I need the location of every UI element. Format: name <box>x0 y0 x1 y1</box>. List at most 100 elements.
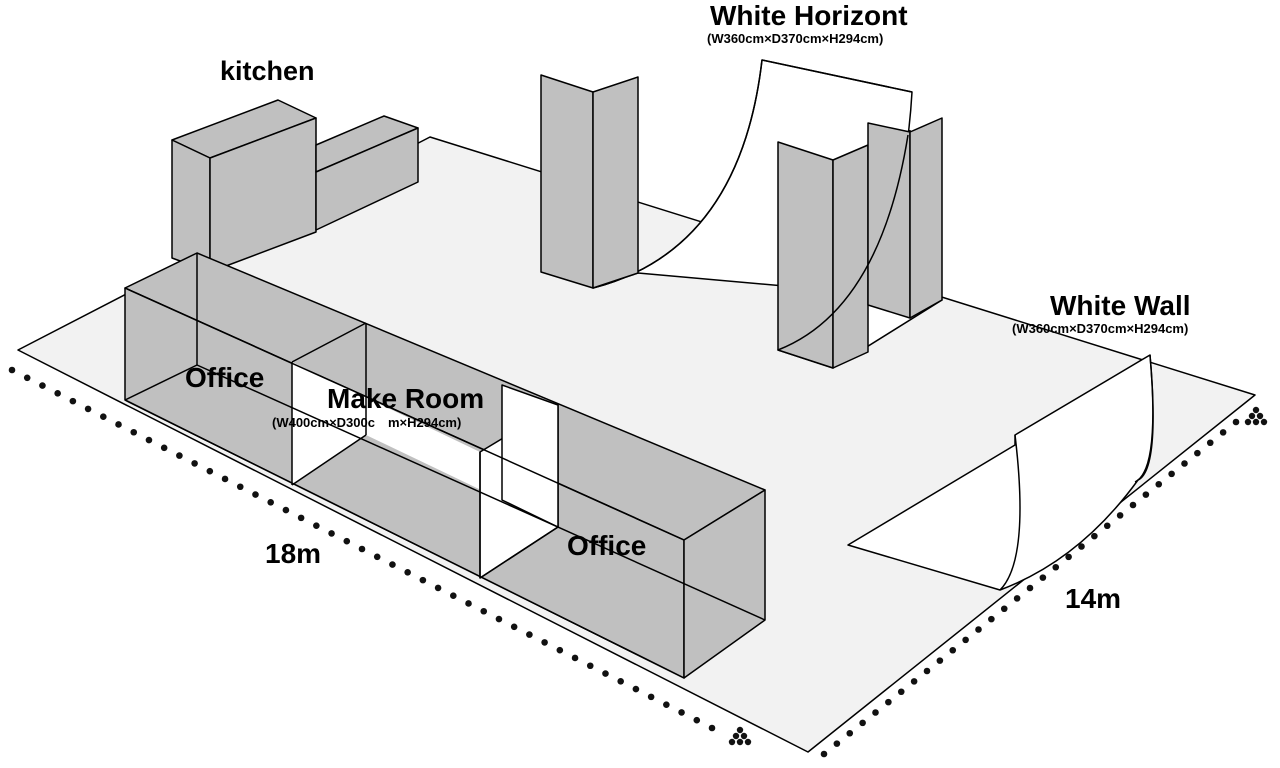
dimension-dot <box>1052 563 1060 571</box>
dimension-dot <box>389 561 396 568</box>
dimension-dot <box>1181 460 1188 467</box>
kitchen-block <box>171 99 419 273</box>
dimension-dot <box>1256 412 1264 420</box>
make-room-dimensions: (W400cm×D300c m×H294cm) <box>272 415 462 430</box>
dimension-dot <box>663 701 670 708</box>
dimension-dot <box>465 600 472 607</box>
dimension-dot <box>236 483 244 491</box>
dimension-dot <box>1252 418 1260 426</box>
office-right-label: Office <box>567 530 647 561</box>
dimension-dot <box>647 693 655 701</box>
dimension-dot <box>678 709 685 716</box>
dimension-dot <box>495 615 503 623</box>
dimension-dot <box>191 460 198 467</box>
dimension-dot <box>736 738 744 746</box>
dimension-dot <box>1252 406 1260 414</box>
dimension-dot <box>693 716 701 724</box>
white-horizont-label: White Horizont <box>710 0 908 31</box>
dimension-dot <box>975 626 982 633</box>
dimension-dot <box>1065 553 1072 561</box>
white-horizont <box>540 59 943 369</box>
dimension-dot <box>480 607 488 615</box>
dimension-dot <box>1039 574 1047 581</box>
dimension-dot <box>988 615 995 623</box>
dimension-dot <box>541 639 548 646</box>
dimension-dot <box>1206 439 1214 447</box>
length-label: 18m <box>265 538 322 569</box>
dimension-dot <box>1103 522 1111 530</box>
dimension-dot <box>1026 584 1034 592</box>
dimension-dot <box>1091 532 1098 540</box>
dimension-dot <box>1078 543 1085 550</box>
white-wall-dimensions: (W360cm×D370cm×H294cm) <box>1012 321 1189 336</box>
dimension-dot <box>1194 449 1201 457</box>
dimension-dot <box>897 688 905 696</box>
dimension-dot <box>632 685 640 693</box>
dimension-dot <box>8 366 16 374</box>
make-room-label: Make Room <box>327 383 485 414</box>
dimension-dot <box>846 729 854 737</box>
dimension-dot <box>736 726 744 734</box>
dimension-dot <box>1116 512 1124 519</box>
dimension-dots-14m <box>820 406 1268 758</box>
dimension-dot <box>872 709 879 716</box>
dimension-dot <box>221 475 229 483</box>
dimension-dot <box>145 436 153 444</box>
dimension-dot <box>859 719 866 727</box>
dimension-dot <box>740 732 748 740</box>
dimension-dot <box>206 467 214 475</box>
dimension-dot <box>69 397 77 405</box>
office-make-room-block <box>124 252 766 679</box>
dimension-dot <box>176 452 183 459</box>
office-left-label: Office <box>185 362 265 393</box>
dimension-dot <box>1013 595 1021 602</box>
white-wall <box>847 354 1154 591</box>
dimension-dot <box>160 444 168 452</box>
dimension-dot <box>100 413 107 420</box>
dimension-dot <box>744 738 752 746</box>
dimension-dot <box>252 491 259 498</box>
dimension-dot <box>910 678 918 685</box>
dimension-dot <box>373 553 381 561</box>
dimension-dot <box>115 421 122 428</box>
dimension-dot <box>586 662 594 670</box>
dimension-dot <box>450 592 457 599</box>
dimension-dot <box>282 506 290 514</box>
dimension-dot <box>732 732 740 740</box>
dimension-dot <box>1142 491 1150 498</box>
dimension-dot <box>833 740 841 747</box>
dimension-dot <box>617 678 624 685</box>
dimension-dot <box>571 654 579 662</box>
dimension-dot <box>923 667 931 675</box>
kitchen-label: kitchen <box>220 56 315 86</box>
dimension-dot <box>54 390 61 397</box>
dimension-dot <box>602 670 609 677</box>
dimension-dot <box>556 646 564 654</box>
dimension-dot <box>23 374 31 382</box>
dimension-dot <box>39 382 46 389</box>
dimension-dot <box>1129 501 1137 509</box>
dimension-dot <box>130 428 138 436</box>
width-label: 14m <box>1065 583 1122 614</box>
dimension-dot <box>404 569 411 576</box>
dimension-dot <box>313 522 320 529</box>
dimension-dots-18m <box>8 366 752 746</box>
dimension-dot <box>267 499 274 506</box>
dimension-dot <box>1232 418 1240 426</box>
dimension-dot <box>936 657 944 664</box>
dimension-dot <box>1219 429 1227 436</box>
dimension-dot <box>885 698 892 706</box>
white-wall-label: White Wall <box>1050 290 1191 321</box>
dimension-dot <box>1260 418 1268 426</box>
white-horizont-dimensions: (W360cm×D370cm×H294cm) <box>707 31 884 46</box>
dimension-dot <box>728 738 736 746</box>
dimension-dot <box>510 623 518 631</box>
dimension-dot <box>343 537 351 545</box>
dimension-dot <box>1168 470 1175 478</box>
dimension-dot <box>1244 418 1252 426</box>
dimension-dot <box>962 636 969 644</box>
dimension-dot <box>949 646 957 654</box>
dimension-dot <box>297 514 305 522</box>
dimension-dot <box>84 405 92 413</box>
